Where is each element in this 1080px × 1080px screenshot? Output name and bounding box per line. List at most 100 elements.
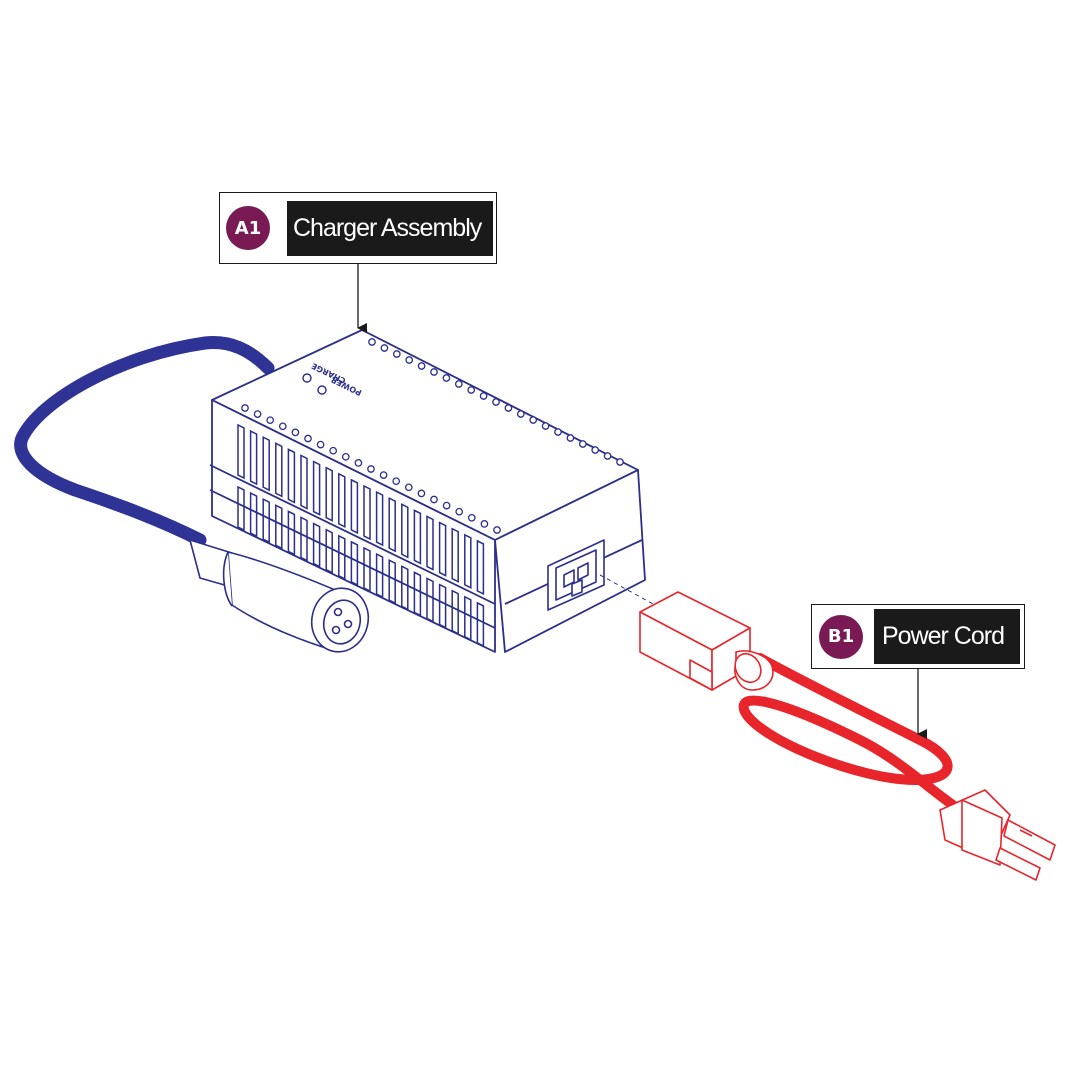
vent-slot (325, 528, 333, 574)
vent-dot (404, 483, 413, 492)
vent-slot (237, 423, 245, 480)
vent-slot (350, 478, 359, 535)
vent-slot (426, 577, 434, 623)
vent-slot (249, 491, 258, 538)
ac-inlet (547, 539, 605, 611)
vent-slot (350, 540, 359, 587)
vent-slot (388, 558, 396, 605)
power-cord (738, 653, 965, 815)
vent-slot (300, 454, 308, 510)
vent-dot (492, 398, 500, 406)
vent-slot (464, 595, 472, 642)
vent-slot (476, 539, 485, 596)
vent-dot (554, 428, 562, 436)
vent-slot (262, 497, 270, 544)
vent-slot (438, 583, 447, 629)
callout-badge-a1: A1 (226, 206, 270, 250)
vent-dot (392, 477, 401, 486)
vent-slot (451, 527, 459, 583)
vent-slot (249, 429, 258, 486)
vent-dot (455, 507, 464, 516)
vent-slot (413, 509, 422, 565)
charger-cable (14, 335, 275, 547)
vent-dot (493, 526, 501, 534)
vent-slot (451, 589, 459, 635)
vent-dot (417, 489, 426, 498)
callout-charger-assembly: A1 Charger Assembly (219, 192, 497, 264)
vent-dot (516, 410, 525, 418)
vent-slot (312, 522, 321, 568)
vent-dot (367, 465, 375, 473)
charger-vents (237, 423, 485, 648)
power-indicator-led (317, 385, 327, 395)
vent-slot (275, 504, 283, 550)
vent-slot (338, 472, 346, 529)
vent-slot (401, 565, 409, 611)
alignment-dashed-line (599, 574, 656, 606)
vent-dot (430, 495, 438, 504)
vent-dot (354, 459, 363, 467)
vent-dot (467, 386, 476, 394)
vent-dot (341, 452, 350, 461)
vent-slot (363, 484, 371, 541)
vent-slot (325, 466, 333, 522)
vent-dot (392, 350, 401, 358)
vent-dot (442, 374, 451, 382)
vent-slot (338, 534, 346, 581)
vent-dot (566, 434, 575, 442)
vent-dot (480, 520, 489, 528)
vent-dot (454, 380, 463, 388)
callout-label-a1: Charger Assembly (287, 200, 493, 256)
vent-dot (529, 416, 538, 424)
vent-slot (300, 516, 308, 562)
callout-label-b1: Power Cord (874, 609, 1020, 664)
vent-dot (329, 446, 338, 455)
vent-dot (266, 416, 275, 425)
vent-dot (304, 434, 312, 443)
vent-dot (430, 368, 438, 376)
vent-slot (438, 521, 447, 577)
vent-slot (287, 448, 296, 504)
vent-dot (578, 440, 587, 448)
vent-slot (312, 460, 321, 516)
vent-dot (504, 404, 513, 412)
vent-slot (401, 503, 409, 559)
xlr-connector (189, 539, 370, 653)
vent-dot (379, 471, 388, 479)
vent-slot (375, 552, 384, 599)
vent-slot (287, 510, 296, 556)
charger-top-dots (241, 338, 624, 534)
vent-dot (253, 410, 262, 418)
vent-slot (275, 442, 283, 498)
vent-dot (291, 428, 300, 437)
vent-slot (375, 490, 384, 547)
vent-dot (368, 338, 376, 346)
vent-slot (262, 435, 270, 492)
wall-plug (939, 789, 1056, 881)
vent-dot (603, 452, 612, 460)
vent-dot (380, 344, 389, 352)
vent-dot (241, 404, 249, 412)
vent-slot (426, 515, 434, 571)
vent-dot (616, 458, 624, 466)
vent-dot (479, 392, 488, 400)
iec-plug (639, 591, 774, 691)
vent-dot (316, 440, 325, 449)
vent-slot (237, 485, 245, 532)
callout-power-cord: B1 Power Cord (811, 604, 1025, 669)
vent-dot (541, 422, 550, 430)
vent-slot (476, 601, 485, 648)
charge-indicator-led (302, 373, 312, 383)
vent-slot (464, 533, 472, 590)
vent-dot (591, 446, 600, 454)
vent-slot (388, 496, 396, 553)
vent-dot (417, 362, 426, 370)
callout-badge-b1: B1 (819, 614, 863, 659)
vent-dot (442, 501, 451, 510)
vent-dot (467, 513, 476, 522)
vent-slot (363, 546, 371, 593)
vent-dot (405, 356, 414, 364)
vent-slot (413, 571, 422, 617)
vent-dot (278, 422, 287, 431)
